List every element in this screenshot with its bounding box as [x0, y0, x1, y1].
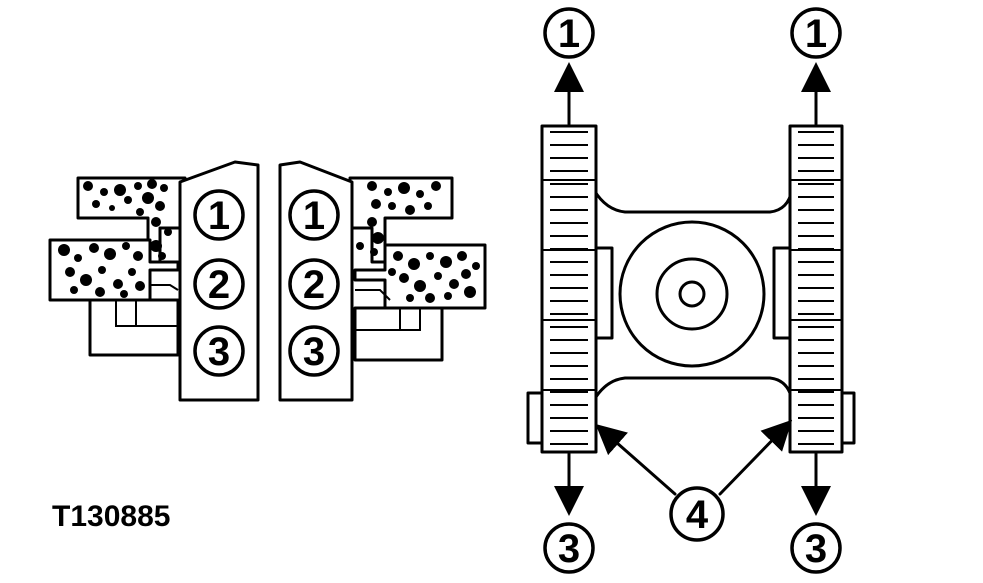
left-base-plate — [88, 298, 180, 357]
speckle-dot — [158, 252, 166, 260]
figure-id: T130885 — [52, 500, 171, 533]
speckle-dot — [367, 181, 377, 191]
speckle-dot — [464, 286, 476, 298]
speckle-dot — [80, 274, 92, 286]
speckle-dot — [95, 287, 105, 297]
speckle-dot — [133, 251, 143, 261]
speckle-dot — [128, 268, 136, 276]
speckle-dot — [164, 228, 172, 236]
speckle-dot — [65, 267, 75, 277]
speckle-dot — [92, 200, 100, 208]
speckle-dot — [356, 242, 364, 250]
speckle-dot — [370, 248, 378, 256]
speckle-dot — [426, 252, 434, 260]
speckle-dot — [457, 251, 467, 261]
speckle-dot — [100, 188, 108, 196]
speckle-dot — [393, 251, 403, 261]
speckle-dot — [440, 256, 452, 268]
gear-assembly — [526, 62, 856, 516]
speckle-dot — [425, 293, 435, 303]
svg-text:1: 1 — [303, 194, 325, 238]
speckle-dot — [83, 181, 93, 191]
speckle-dot — [405, 205, 415, 215]
svg-text:3: 3 — [303, 330, 325, 374]
callout-1-top-left: 1 — [543, 7, 595, 59]
svg-text:3: 3 — [208, 330, 230, 374]
speckle-dot — [449, 279, 459, 289]
speckle-dot — [120, 290, 128, 298]
speckle-dot — [160, 184, 168, 192]
speckle-dot — [142, 192, 154, 204]
speckle-dot — [70, 286, 78, 294]
speckle-dot — [74, 254, 82, 262]
svg-text:1: 1 — [208, 194, 230, 238]
speckle-dot — [113, 279, 123, 289]
speckle-dot — [372, 232, 384, 244]
speckle-dot — [150, 240, 162, 252]
speckle-dot — [472, 262, 480, 270]
speckle-dot — [424, 202, 432, 210]
hub-bore — [678, 280, 706, 308]
speckle-texture — [58, 179, 480, 303]
speckle-dot — [431, 181, 441, 191]
callout-4: 4 — [669, 486, 725, 542]
speckle-dot — [371, 199, 381, 209]
callout-2-right-plate: 2 — [288, 258, 340, 310]
left-gear-column — [540, 124, 598, 454]
speckle-dot — [155, 201, 165, 211]
speckle-dot — [124, 196, 132, 204]
left-housing-lower — [48, 238, 180, 302]
callout-1-left-plate: 1 — [193, 189, 245, 241]
svg-text:1: 1 — [805, 12, 827, 56]
speckle-dot — [89, 243, 99, 253]
speckle-dot — [388, 202, 396, 210]
speckle-dot — [408, 258, 420, 270]
callout-1-top-right: 1 — [790, 7, 842, 59]
speckle-dot — [109, 205, 115, 211]
speckle-dot — [399, 273, 409, 283]
speckle-dot — [416, 190, 424, 198]
callout-3-right-plate: 3 — [288, 325, 340, 377]
svg-text:2: 2 — [303, 263, 325, 307]
speckle-dot — [151, 217, 161, 227]
svg-text:3: 3 — [805, 527, 827, 571]
speckle-dot — [122, 242, 130, 250]
callout-2-left-plate: 2 — [193, 258, 245, 310]
speckle-dot — [135, 281, 145, 291]
speckle-dot — [388, 268, 396, 276]
right-gear-column — [788, 124, 844, 454]
callout-3-bottom-left: 3 — [543, 522, 595, 574]
speckle-dot — [114, 184, 126, 196]
speckle-dot — [434, 272, 442, 280]
speckle-dot — [147, 179, 157, 189]
speckle-dot — [461, 269, 471, 279]
svg-text:2: 2 — [208, 263, 230, 307]
speckle-dot — [406, 294, 414, 302]
callout-3-left-plate: 3 — [193, 325, 245, 377]
speckle-dot — [98, 266, 106, 274]
speckle-dot — [134, 182, 142, 190]
right-base-plate — [353, 306, 444, 362]
right-housing-lower — [353, 243, 487, 310]
svg-text:1: 1 — [558, 12, 580, 56]
speckle-dot — [367, 217, 377, 227]
leader-4-right — [718, 419, 793, 496]
cross-section-assembly — [48, 160, 487, 402]
svg-text:4: 4 — [686, 493, 709, 537]
callout-3-bottom-right: 3 — [790, 522, 842, 574]
speckle-dot — [136, 208, 144, 216]
speckle-dot — [104, 248, 116, 260]
callout-1-right-plate: 1 — [288, 189, 340, 241]
speckle-dot — [444, 292, 452, 300]
svg-text:3: 3 — [558, 527, 580, 571]
speckle-dot — [58, 244, 70, 256]
speckle-dot — [398, 182, 410, 194]
speckle-dot — [414, 280, 426, 292]
speckle-dot — [384, 188, 392, 196]
leader-4-left — [595, 424, 677, 496]
